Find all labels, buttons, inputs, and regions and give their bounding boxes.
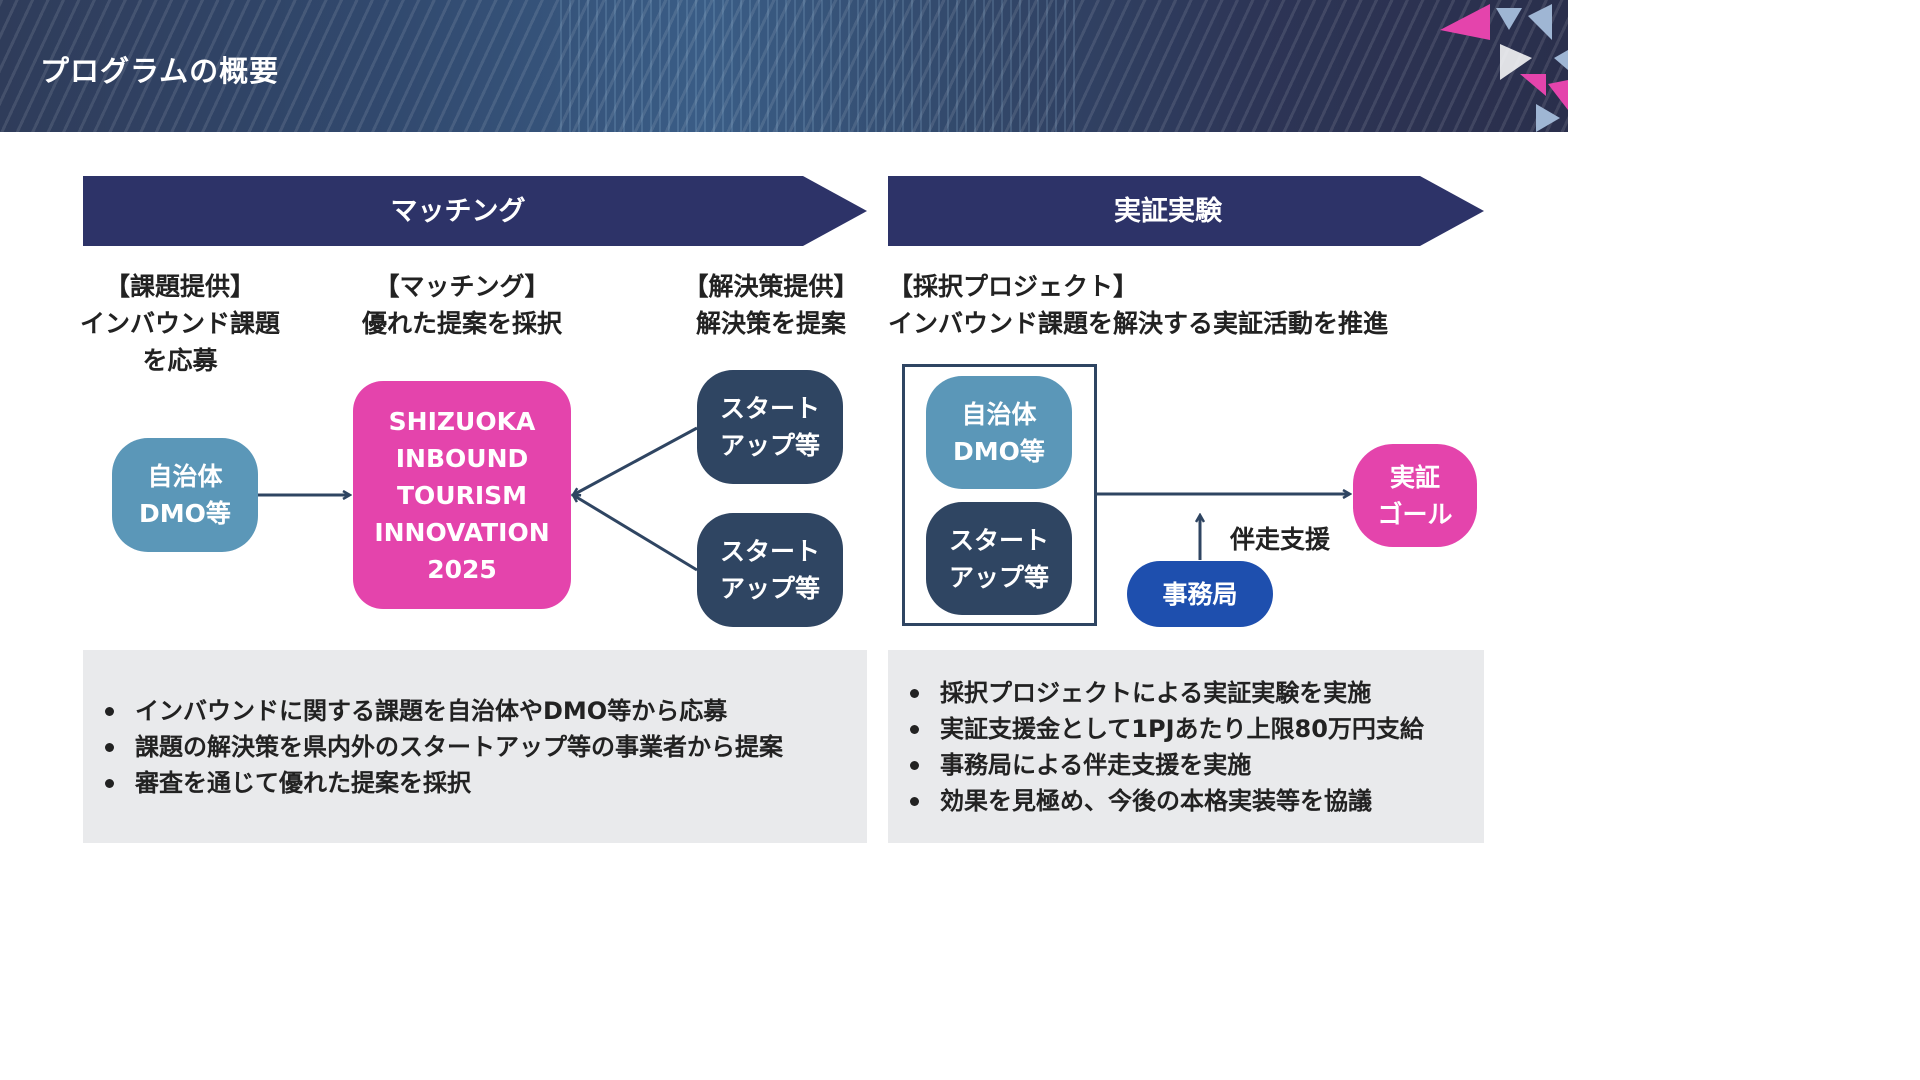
- program-node-line3: TOURISM: [396, 480, 528, 510]
- match-heading: 【マッチング】 優れた提案を採択: [340, 268, 584, 342]
- list-item: 実証支援金として1PJあたり上限80万円支給: [910, 711, 1424, 747]
- match-heading-line1: 優れた提案を採択: [361, 309, 562, 338]
- project-startup-node: スタート アップ等: [926, 502, 1072, 615]
- bullet-icon: [105, 707, 114, 716]
- list-item-text: 効果を見極め、今後の本格実装等を協議: [940, 787, 1372, 815]
- list-item: 課題の解決策を県内外のスタートアップ等の事業者から提案: [105, 729, 783, 765]
- startup-node-a-line1: スタート: [719, 394, 820, 423]
- startup-node-b: スタート アップ等: [697, 513, 843, 627]
- list-item-text: 審査を通じて優れた提案を採択: [135, 769, 471, 797]
- list-item: 採択プロジェクトによる実証実験を実施: [910, 675, 1424, 711]
- bullet-icon: [910, 725, 919, 734]
- matching-phase: マッチング: [83, 176, 833, 247]
- project-heading-title: 【採択プロジェクト】: [888, 272, 1139, 301]
- poc-phase: 実証実験: [888, 176, 1448, 247]
- program-node: SHIZUOKA INBOUND TOURISM INNOVATION 2025: [353, 381, 571, 609]
- issue-heading: 【課題提供】 インバウンド課題 を応募: [60, 268, 300, 379]
- bullet-icon: [105, 779, 114, 788]
- bullet-icon: [910, 761, 919, 770]
- secretariat-node-label: 事務局: [1162, 579, 1238, 609]
- program-node-line5: 2025: [427, 554, 497, 584]
- list-item-text: 事務局による伴走支援を実施: [940, 751, 1252, 779]
- decorative-triangles-icon: [1440, 4, 1568, 132]
- issue-heading-title: 【課題提供】: [104, 272, 255, 301]
- banner-building-texture: [560, 0, 1080, 132]
- list-item: 審査を通じて優れた提案を採択: [105, 765, 783, 801]
- list-item: インバウンドに関する課題を自治体やDMO等から応募: [105, 693, 783, 729]
- startup-node-b-line1: スタート: [719, 537, 820, 566]
- list-item-text: 課題の解決策を県内外のスタートアップ等の事業者から提案: [135, 733, 783, 761]
- program-node-line2: INBOUND: [395, 443, 529, 473]
- matching-summary-list: インバウンドに関する課題を自治体やDMO等から応募 課題の解決策を県内外のスター…: [105, 693, 783, 801]
- issue-heading-line2: を応募: [142, 346, 218, 375]
- project-heading: 【採択プロジェクト】 インバウンド課題を解決する実証活動を推進: [888, 268, 1448, 342]
- project-municipality-line1: 自治体: [961, 399, 1037, 429]
- list-item-text: 採択プロジェクトによる実証実験を実施: [940, 679, 1372, 707]
- solution-heading-line1: 解決策を提案: [695, 309, 846, 338]
- project-municipality-node: 自治体 DMO等: [926, 376, 1072, 489]
- list-item-text: インバウンドに関する課題を自治体やDMO等から応募: [135, 697, 728, 725]
- startup-node-a: スタート アップ等: [697, 370, 843, 484]
- bullet-icon: [105, 743, 114, 752]
- startup-b-to-program-arrow: [573, 495, 698, 572]
- support-label: 伴走支援: [1230, 525, 1331, 554]
- municipality-node-line1: 自治体: [147, 462, 223, 491]
- header-banner: プログラムの概要: [0, 0, 1568, 132]
- municipality-node: 自治体 DMO等: [112, 438, 258, 552]
- project-startup-line2: アップ等: [948, 562, 1049, 592]
- startup-node-a-line2: アップ等: [719, 431, 820, 460]
- goal-node-line2: ゴール: [1377, 499, 1453, 529]
- list-item: 事務局による伴走支援を実施: [910, 747, 1424, 783]
- matching-phase-label: マッチング: [390, 196, 526, 227]
- secretariat-node: 事務局: [1127, 561, 1273, 627]
- issue-heading-line1: インバウンド課題: [79, 309, 280, 338]
- poc-phase-label: 実証実験: [1114, 196, 1222, 227]
- startup-a-to-program-arrow: [573, 426, 698, 495]
- project-frame: [902, 364, 1097, 626]
- program-node-line1: SHIZUOKA: [388, 406, 536, 436]
- poc-summary-list: 採択プロジェクトによる実証実験を実施 実証支援金として1PJあたり上限80万円支…: [910, 675, 1424, 819]
- matching-summary-panel: インバウンドに関する課題を自治体やDMO等から応募 課題の解決策を県内外のスター…: [83, 650, 867, 843]
- banner-texture: [0, 0, 1568, 132]
- startup-node-b-line2: アップ等: [719, 574, 820, 603]
- match-heading-title: 【マッチング】: [374, 272, 550, 301]
- list-item-text: 実証支援金として1PJあたり上限80万円支給: [940, 715, 1424, 743]
- goal-node: 実証 ゴール: [1353, 444, 1477, 547]
- project-municipality-line2: DMO等: [953, 436, 1045, 466]
- program-node-line4: INNOVATION: [374, 517, 550, 547]
- project-heading-line1: インバウンド課題を解決する実証活動を推進: [888, 309, 1389, 338]
- solution-heading-title: 【解決策提供】: [683, 272, 859, 301]
- page-title: プログラムの概要: [40, 54, 280, 88]
- goal-node-line1: 実証: [1389, 462, 1440, 492]
- project-startup-line1: スタート: [948, 525, 1049, 555]
- bullet-icon: [910, 797, 919, 806]
- list-item: 効果を見極め、今後の本格実装等を協議: [910, 783, 1424, 819]
- bullet-icon: [910, 689, 919, 698]
- poc-summary-panel: 採択プロジェクトによる実証実験を実施 実証支援金として1PJあたり上限80万円支…: [888, 650, 1484, 843]
- municipality-node-line2: DMO等: [139, 499, 231, 528]
- solution-heading: 【解決策提供】 解決策を提案: [680, 268, 862, 342]
